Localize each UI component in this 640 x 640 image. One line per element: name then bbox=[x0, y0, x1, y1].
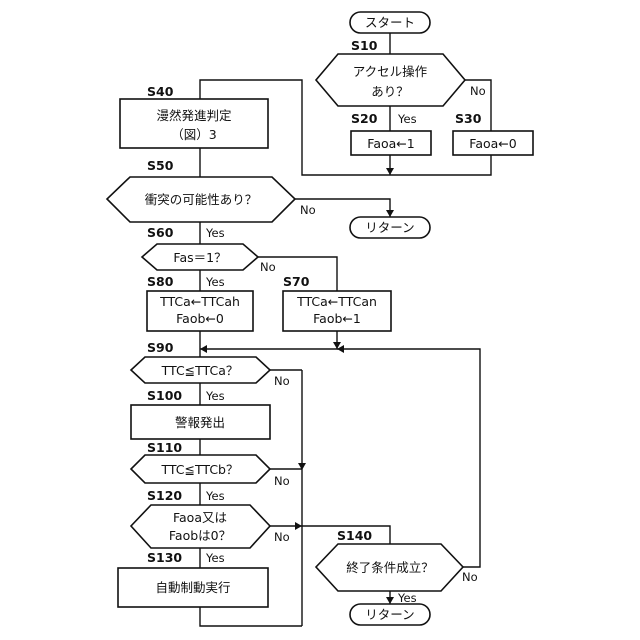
decision-s10-line1: アクセル操作 bbox=[353, 64, 428, 79]
return-terminal-2: リターン bbox=[350, 604, 430, 625]
step-s70: S70 bbox=[283, 274, 310, 289]
s50-yes-label: Yes bbox=[205, 226, 225, 240]
s140-no-label: No bbox=[462, 570, 478, 584]
process-s70: TTCa←TTCan Faob←1 bbox=[283, 291, 391, 331]
decision-s140: 終了条件成立？ bbox=[316, 544, 463, 591]
s140-yes-label: Yes bbox=[397, 591, 417, 605]
step-s120: S120 bbox=[147, 488, 182, 503]
process-s70-line2: Faob←1 bbox=[313, 311, 361, 326]
step-s50: S50 bbox=[147, 158, 174, 173]
step-s110: S110 bbox=[147, 440, 182, 455]
start-text: スタート bbox=[365, 15, 415, 30]
decision-s120-line2: Faobは0？ bbox=[169, 528, 231, 543]
decision-s60: Fas＝1？ bbox=[142, 244, 258, 270]
decision-s120: Faoa又は Faobは0？ bbox=[131, 505, 270, 548]
decision-s120-line1: Faoa又は bbox=[173, 510, 227, 525]
process-s70-line1: TTCa←TTCan bbox=[296, 294, 377, 309]
s110-yes-label: Yes bbox=[205, 489, 225, 503]
process-s30: Faoa←0 bbox=[453, 131, 533, 155]
step-s40: S40 bbox=[147, 84, 174, 99]
step-s90: S90 bbox=[147, 340, 174, 355]
decision-s90-text: TTC≦TTCa？ bbox=[161, 363, 239, 378]
decision-s110-text: TTC≦TTCb？ bbox=[160, 462, 238, 477]
decision-s50-text: 衝突の可能性あり？ bbox=[145, 192, 258, 207]
process-s130-text: 自動制動実行 bbox=[155, 580, 230, 595]
decision-s140-text: 終了条件成立？ bbox=[346, 560, 434, 575]
s50-no-label: No bbox=[300, 203, 316, 217]
decision-s10: アクセル操作 あり？ bbox=[316, 54, 465, 106]
decision-s110: TTC≦TTCb？ bbox=[131, 455, 270, 483]
decision-s60-text: Fas＝1？ bbox=[173, 250, 226, 265]
s110-no-label: No bbox=[274, 474, 290, 488]
s120-yes-label: Yes bbox=[205, 551, 225, 565]
process-s130: 自動制動実行 bbox=[118, 568, 268, 607]
s60-no-label: No bbox=[260, 260, 276, 274]
process-s100: 警報発出 bbox=[131, 405, 270, 439]
step-s10: S10 bbox=[351, 38, 378, 53]
step-s80: S80 bbox=[147, 274, 174, 289]
process-s40: 漫然発進判定 （図）3 bbox=[120, 99, 268, 148]
start-terminal: スタート bbox=[350, 12, 430, 33]
return2-text: リターン bbox=[365, 607, 414, 622]
s90-no-label: No bbox=[274, 374, 290, 388]
process-s80-line2: Faob←0 bbox=[176, 311, 224, 326]
decision-s10-line2: あり？ bbox=[371, 84, 409, 99]
s120-no-label: No bbox=[274, 530, 290, 544]
decision-s50: 衝突の可能性あり？ bbox=[107, 177, 295, 222]
process-s80-line1: TTCa←TTCah bbox=[159, 294, 240, 309]
return1-text: リターン bbox=[365, 220, 414, 235]
step-s60: S60 bbox=[147, 225, 174, 240]
process-s20-text: Faoa←1 bbox=[367, 136, 414, 151]
step-s140: S140 bbox=[337, 528, 372, 543]
step-s30: S30 bbox=[455, 111, 482, 126]
step-s130: S130 bbox=[147, 550, 182, 565]
process-s100-text: 警報発出 bbox=[175, 415, 225, 430]
process-s40-line2: （図）3 bbox=[171, 127, 216, 142]
process-s40-line1: 漫然発進判定 bbox=[156, 108, 231, 123]
s90-yes-label: Yes bbox=[205, 389, 225, 403]
process-s80: TTCa←TTCah Faob←0 bbox=[147, 291, 253, 331]
return-terminal-1: リターン bbox=[350, 217, 430, 238]
process-s20: Faoa←1 bbox=[351, 131, 431, 155]
s10-no-label: No bbox=[470, 84, 486, 98]
s10-yes-label: Yes bbox=[397, 112, 417, 126]
s60-yes-label: Yes bbox=[205, 275, 225, 289]
step-s100: S100 bbox=[147, 388, 182, 403]
decision-s90: TTC≦TTCa？ bbox=[131, 357, 270, 383]
process-s30-text: Faoa←0 bbox=[469, 136, 516, 151]
step-s20: S20 bbox=[351, 111, 378, 126]
